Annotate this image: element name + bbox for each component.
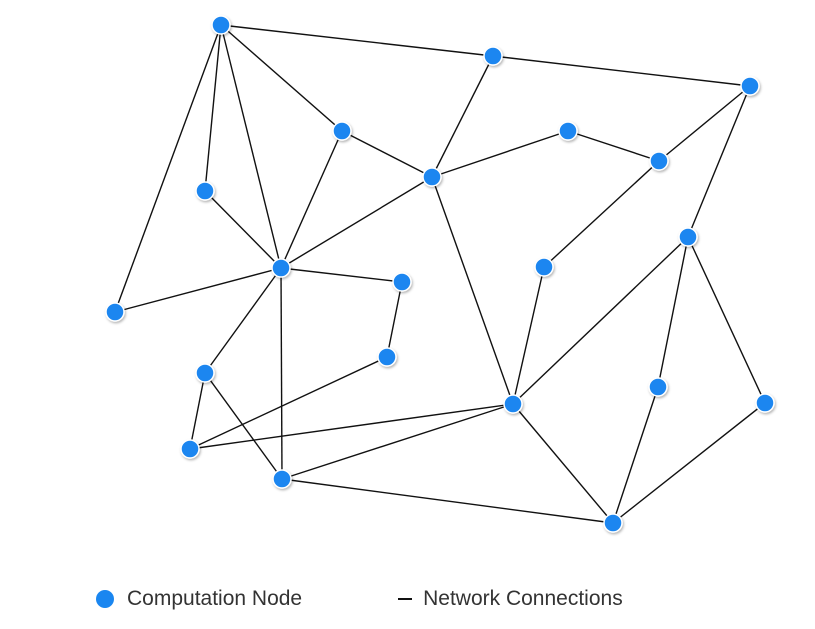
legend-edge-label: Network Connections <box>423 587 623 610</box>
computation-node <box>271 258 291 278</box>
computation-node <box>534 257 554 277</box>
network-connection-edge <box>687 85 751 238</box>
computation-node <box>332 121 352 141</box>
computation-node <box>180 439 200 459</box>
network-connection-edge <box>280 176 433 269</box>
network-connection-edge <box>512 236 689 405</box>
computation-node <box>105 302 125 322</box>
network-connection-edge <box>543 160 660 268</box>
network-connection-edge <box>658 85 751 162</box>
computation-node <box>648 377 668 397</box>
computation-node <box>195 363 215 383</box>
computation-node <box>603 513 623 533</box>
network-diagram <box>105 15 775 533</box>
network-connection-edge <box>114 267 282 313</box>
network-connection-edge <box>220 24 282 269</box>
computation-node <box>377 347 397 367</box>
network-connection-edge <box>431 130 569 178</box>
network-graph-canvas <box>105 15 775 533</box>
network-connection-edge <box>189 356 388 450</box>
computation-node <box>392 272 412 292</box>
network-connection-edge <box>512 266 545 405</box>
computation-node <box>503 394 523 414</box>
computation-node <box>272 469 292 489</box>
network-connection-edge <box>220 24 494 57</box>
legend-node-label: Computation Node <box>127 587 303 610</box>
legend-item-node: Computation Node <box>96 587 302 611</box>
computation-node <box>755 393 775 413</box>
network-connection-edge <box>281 478 614 524</box>
legend: Computation Node Network Connections <box>96 585 719 613</box>
network-connection-edge <box>204 372 283 480</box>
network-connection-edge <box>431 55 494 178</box>
legend-item-edge: Network Connections <box>398 587 623 611</box>
network-connection-edge <box>281 403 514 480</box>
computation-node <box>422 167 442 187</box>
network-connection-edge <box>431 176 514 405</box>
computation-node <box>211 15 231 35</box>
computation-node <box>649 151 669 171</box>
nodes-layer <box>105 15 775 533</box>
network-connection-edge <box>189 372 206 450</box>
edges-layer <box>114 24 766 524</box>
network-connection-edge <box>657 236 689 388</box>
computation-node <box>740 76 760 96</box>
network-connection-edge <box>189 403 514 450</box>
network-connection-edge <box>204 24 222 192</box>
computation-node <box>558 121 578 141</box>
network-connection-edge <box>612 386 659 524</box>
network-connection-edge <box>567 130 660 162</box>
network-connection-edge <box>220 24 343 132</box>
network-connection-edge <box>612 402 766 524</box>
network-connection-edge <box>512 403 614 524</box>
network-connection-edge <box>280 267 283 480</box>
node-marker-icon <box>96 590 114 608</box>
network-connection-edge <box>204 267 282 374</box>
computation-node <box>195 181 215 201</box>
network-connection-edge <box>280 130 343 269</box>
computation-node <box>483 46 503 66</box>
network-connection-edge <box>280 267 403 283</box>
network-connection-edge <box>687 236 766 404</box>
line-marker-icon <box>398 598 413 600</box>
network-connection-edge <box>386 281 403 358</box>
network-connection-edge <box>114 24 222 313</box>
computation-node <box>678 227 698 247</box>
network-connection-edge <box>492 55 751 87</box>
network-connection-edge <box>204 190 282 269</box>
network-connection-edge <box>341 130 433 178</box>
